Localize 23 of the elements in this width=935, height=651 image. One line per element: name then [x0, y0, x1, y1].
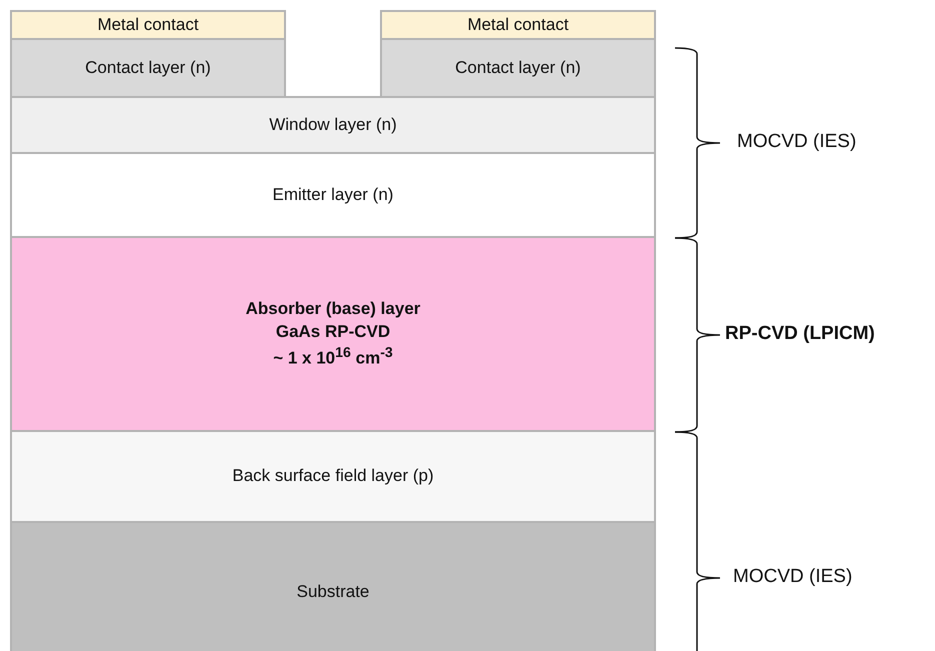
layer-label: Metal contact: [467, 14, 569, 36]
window-layer: [10, 96, 656, 154]
metal-contact: [380, 10, 656, 40]
layer-label: Contact layer (n): [455, 56, 581, 79]
layer-label: GaAs RP-CVD: [276, 320, 390, 343]
layer-label: ~ 1 x 10$^{16}$ cm$^{-3}$: [273, 344, 393, 370]
contact-layer: [380, 38, 656, 98]
layer-label: Absorber (base) layer: [246, 298, 420, 320]
layer-label: Substrate: [296, 580, 370, 603]
back-surface-field-layer: [10, 430, 656, 523]
emitter-layer: [10, 152, 656, 238]
substrate-layer: [10, 521, 656, 651]
layer-label: Metal contact: [97, 14, 199, 36]
process-label: MOCVD (IES): [733, 566, 852, 588]
process-label: MOCVD (IES): [737, 131, 856, 153]
layer-label: Contact layer (n): [85, 56, 211, 79]
layer-label: Emitter layer (n): [272, 184, 394, 206]
layer-label: Back surface field layer (p): [232, 465, 434, 488]
layer-label: Window layer (n): [269, 114, 397, 136]
process-label: RP-CVD (LPICM): [725, 323, 875, 345]
absorber-layer: [10, 236, 656, 432]
contact-layer: [10, 38, 286, 98]
metal-contact: [10, 10, 286, 40]
